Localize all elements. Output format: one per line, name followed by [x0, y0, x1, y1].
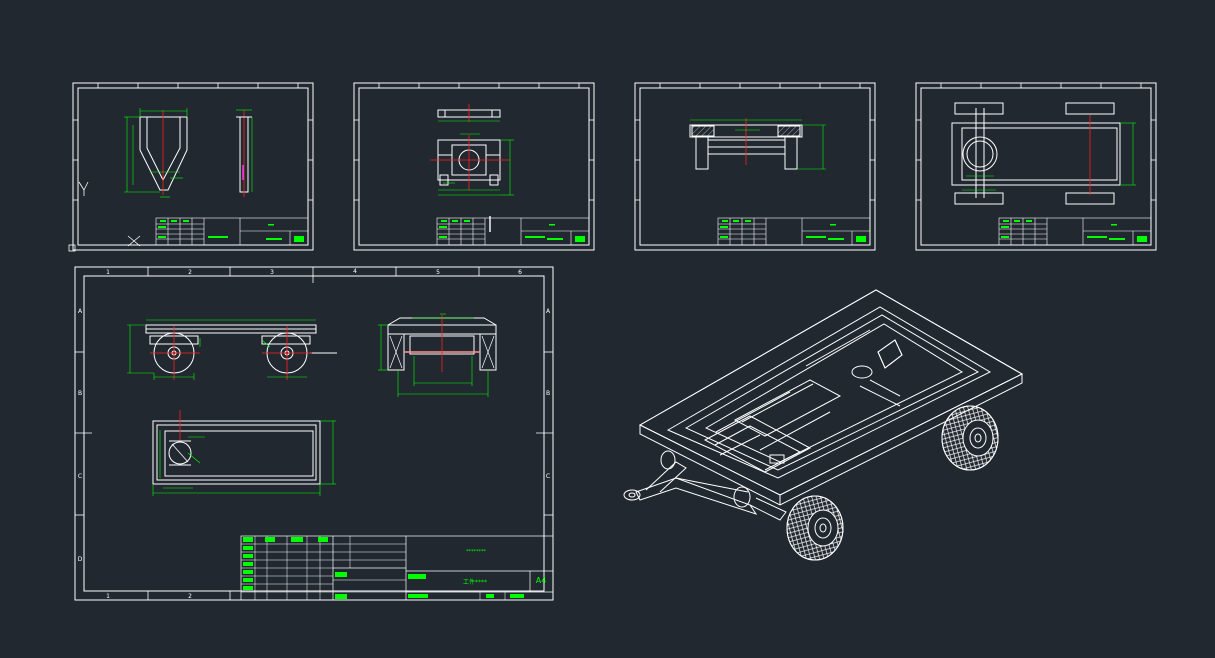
drawbar [623, 450, 787, 521]
trailer-side-view[interactable] [127, 319, 337, 380]
small-sheet-4[interactable] [915, 82, 1157, 251]
sheet-inner-border [358, 87, 590, 246]
zone-label-top-6: 6 [518, 269, 522, 276]
small-sheet-2[interactable] [353, 82, 595, 251]
sheet-zone-ticks [635, 83, 875, 201]
zone-label-left-c: C [78, 473, 82, 480]
title-block [717, 217, 871, 246]
sheet-size: A4 [536, 576, 547, 585]
rear-right-wheel [941, 405, 999, 471]
zone-labels: 1 2 3 4 5 6 1 2 A B C D A B C [78, 268, 551, 600]
main-sheet[interactable]: 1 2 3 4 5 6 1 2 A B C D A B C [74, 266, 554, 601]
trailer-deck [638, 289, 1024, 506]
sheet-zone-ticks [73, 83, 313, 201]
zone-label-left-d: D [78, 556, 83, 563]
main-sheet-inner-border [83, 275, 545, 592]
zone-label-top-1: 1 [106, 269, 110, 276]
main-title-block: ******** 工件**** A4 [240, 535, 554, 601]
zone-label-top-3: 3 [270, 269, 274, 276]
axle-front-view[interactable] [430, 133, 514, 196]
drawbar-side-view[interactable] [236, 109, 253, 197]
zone-label-right-c: C [546, 473, 550, 480]
rear-axle-bracket [851, 339, 903, 379]
front-right-wheel [786, 495, 844, 561]
title-block [155, 217, 309, 246]
zone-label-top-2: 2 [188, 269, 192, 276]
sheet-zone-ticks [354, 83, 594, 201]
sheet-inner-border [639, 87, 871, 246]
frame-top-view[interactable] [951, 102, 1136, 205]
frame-end-view[interactable] [689, 118, 826, 170]
zone-label-bottom-2: 2 [188, 593, 192, 600]
sheet-inner-border [77, 87, 309, 246]
zone-label-left-a: A [78, 308, 83, 315]
sheet-outer-border [634, 82, 876, 251]
zone-label-right-a: A [546, 308, 551, 315]
sheet-outer-border [72, 82, 314, 251]
zone-dividers [75, 267, 553, 600]
drawbar-front-view[interactable] [124, 108, 188, 198]
zone-label-left-b: B [78, 390, 82, 397]
title-block [436, 216, 590, 246]
zone-label-top-5: 5 [436, 269, 440, 276]
ucs-icon [68, 181, 141, 252]
small-sheet-1[interactable] [68, 82, 314, 252]
axle-top-view[interactable] [437, 104, 501, 122]
trailer-front-view[interactable] [378, 313, 497, 397]
zone-label-right-b: B [546, 390, 550, 397]
zone-label-bottom-1: 1 [106, 593, 110, 600]
small-sheet-3[interactable] [634, 82, 876, 251]
sheet-zone-ticks [916, 83, 1156, 201]
part-name: 工件**** [463, 578, 487, 586]
zone-label-top-4: 4 [353, 268, 357, 275]
title-block [998, 217, 1152, 246]
sheet-outer-border [915, 82, 1157, 251]
trailer-top-view[interactable] [152, 410, 336, 496]
trailer-isometric-view[interactable] [623, 289, 1024, 561]
sheet-outer-border [353, 82, 595, 251]
drawing-title-code: ******** [466, 549, 487, 555]
